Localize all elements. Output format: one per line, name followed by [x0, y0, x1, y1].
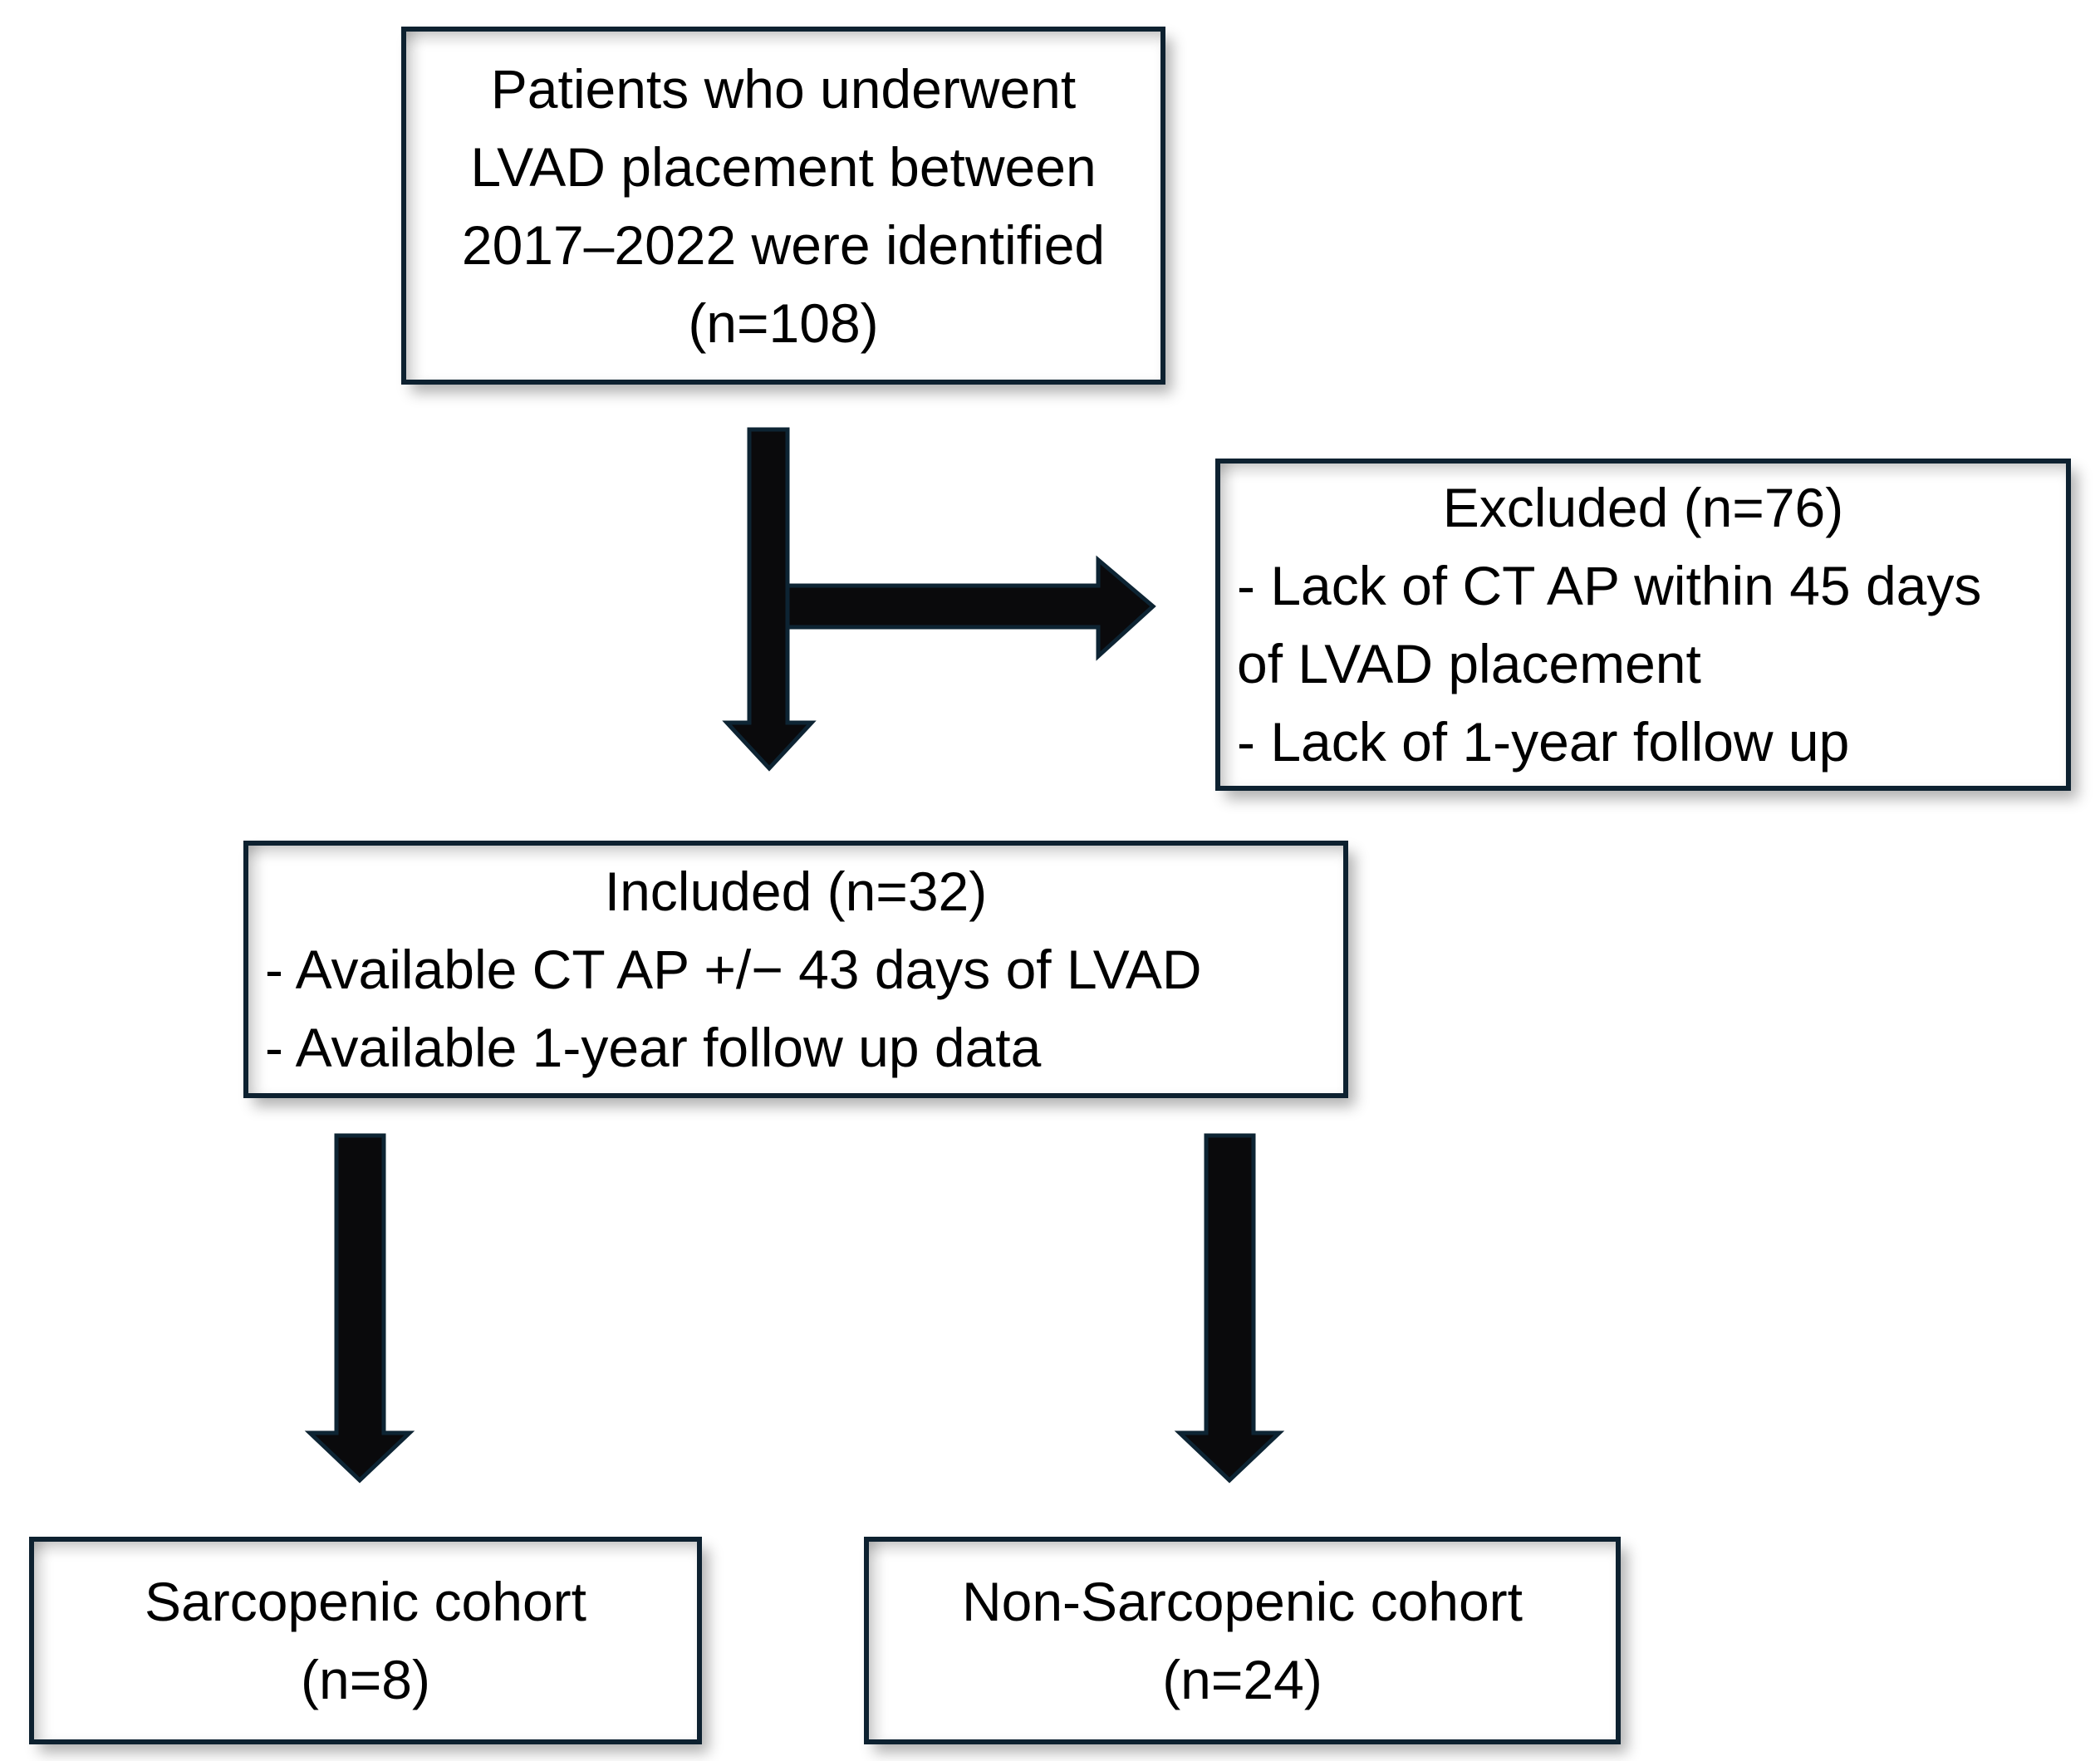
- identified-line-2: LVAD placement between: [470, 135, 1097, 198]
- down-arrow-right-shape: [1174, 1133, 1285, 1484]
- excluded-title: Excluded (n=76): [1442, 477, 1844, 538]
- identified-line-1: Patients who underwent: [490, 57, 1077, 120]
- box-identified-patients: Patients who underwent LVAD placement be…: [401, 27, 1165, 385]
- down-arrow-main: [722, 427, 817, 772]
- box-excluded: Excluded (n=76) - Lack of CT AP within 4…: [1215, 459, 2071, 791]
- branch-right-arrow-shape: [785, 555, 1156, 661]
- box-sarcopenic-cohort: Sarcopenic cohort (n=8): [29, 1537, 702, 1744]
- included-title: Included (n=32): [604, 861, 988, 922]
- included-criterion-1: - Available CT AP +/− 43 days of LVAD: [265, 939, 1202, 1000]
- identified-line-3: 2017–2022 were identified: [461, 213, 1106, 276]
- box-non-sarcopenic-cohort: Non-Sarcopenic cohort (n=24): [864, 1537, 1621, 1744]
- box-included: Included (n=32) - Available CT AP +/− 43…: [243, 841, 1348, 1098]
- branch-right-arrow: [785, 555, 1156, 661]
- excluded-reason-1: - Lack of CT AP within 45 days: [1237, 555, 1982, 616]
- sarcopenic-count: (n=8): [301, 1649, 430, 1710]
- excluded-reason-1-cont: of LVAD placement: [1237, 633, 1701, 694]
- excluded-reason-2: - Lack of 1-year follow up: [1237, 711, 1850, 773]
- non-sarcopenic-label: Non-Sarcopenic cohort: [961, 1571, 1523, 1632]
- identified-count: (n=108): [688, 292, 879, 354]
- non-sarcopenic-count: (n=24): [1162, 1649, 1322, 1710]
- down-arrow-left: [304, 1133, 415, 1484]
- sarcopenic-label: Sarcopenic cohort: [145, 1571, 586, 1632]
- down-arrow-right: [1174, 1133, 1285, 1484]
- down-arrow-main-shape: [722, 427, 817, 772]
- down-arrow-left-shape: [304, 1133, 415, 1484]
- included-criterion-2: - Available 1-year follow up data: [265, 1017, 1042, 1078]
